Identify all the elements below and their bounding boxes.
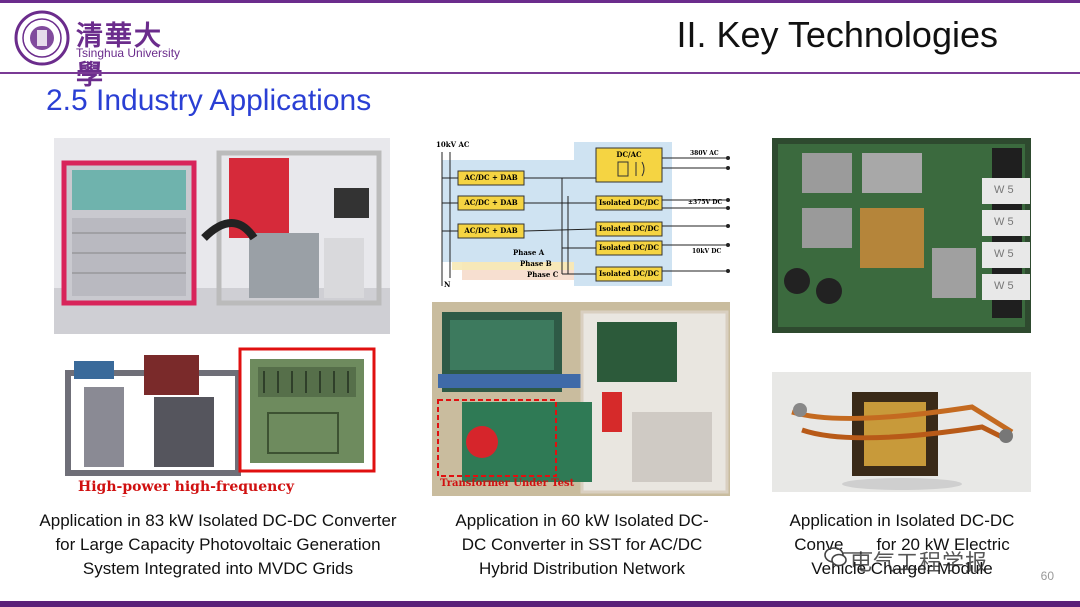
caption-line: Conve___ for 20 kW Electric — [794, 535, 1010, 554]
sst-test-photo: Transformer Under Test — [432, 302, 730, 496]
rect-block-label: AC/DC + DAB — [464, 226, 518, 235]
watermark-text: 电气工程学报 — [850, 551, 989, 576]
cad-label: High-power high-frequency transformer — [78, 479, 294, 497]
wechat-icon — [824, 547, 847, 567]
ev-transformer-photo — [772, 372, 1031, 492]
input-voltage-label: 10kV AC — [436, 140, 470, 149]
caption-line: Vehicle Charger Module — [811, 559, 993, 578]
caption-line: Application in Isolated DC-DC — [789, 511, 1015, 530]
isolated-block-label: Isolated DC/DC — [599, 243, 659, 252]
output-375-label: ±375V DC — [688, 199, 723, 206]
dcac-block-label: DC/AC — [616, 150, 642, 159]
output-380-label: 380V AC — [690, 150, 719, 157]
module-label: W 5 — [994, 280, 1014, 292]
caption-line: for Large Capacity Photovoltaic Generati… — [55, 535, 381, 554]
rect-block-label: AC/DC + DAB — [464, 173, 518, 182]
slide-title: II. Key Technologies — [676, 14, 998, 55]
caption-line: System Integrated into MVDC Grids — [82, 559, 354, 578]
module-label: W 5 — [994, 248, 1014, 260]
right-caption: Application in Isolated DC-DC Conve___ f… — [742, 509, 1062, 581]
header-divider — [0, 72, 1080, 74]
phase-label: Phase C — [527, 270, 559, 279]
rect-block-label: AC/DC + DAB — [464, 198, 518, 207]
section-title: 2.5 Industry Applications — [46, 84, 372, 117]
left-caption: Application in 83 kW Isolated DC-DC Conv… — [20, 509, 416, 581]
module-label: W 5 — [994, 184, 1014, 196]
converter-photo — [54, 138, 390, 334]
logo-english-text: Tsinghua University — [76, 46, 181, 60]
top-accent-bar — [0, 0, 1080, 3]
test-photo-label: Transformer Under Test — [440, 478, 575, 489]
bottom-accent-bar — [0, 601, 1080, 607]
seal-icon — [14, 10, 70, 66]
transformer-cad-render: High-power high-frequency transformer — [54, 347, 380, 497]
caption-line: Application in 83 kW Isolated DC-DC Conv… — [39, 511, 397, 530]
university-logo: 清華大學 Tsinghua University — [14, 10, 184, 91]
page-number: 60 — [1040, 569, 1054, 583]
middle-caption: Application in 60 kW Isolated DC- DC Con… — [430, 509, 734, 581]
module-label: W 5 — [994, 216, 1014, 228]
output-10k-label: 10kV DC — [692, 248, 722, 255]
isolated-block-label: Isolated DC/DC — [599, 198, 659, 207]
caption-line: DC Converter in SST for AC/DC — [461, 535, 703, 554]
isolated-block-label: Isolated DC/DC — [599, 224, 659, 233]
caption-line: Application in 60 kW Isolated DC- — [455, 511, 709, 530]
neutral-label: N — [444, 280, 451, 289]
phase-label: Phase A — [513, 248, 545, 257]
charger-board-photo: W 5 W 5 W 5 W 5 — [772, 138, 1031, 333]
caption-line: Hybrid Distribution Network — [479, 559, 685, 578]
sst-topology-diagram: 10kV AC AC/DC + DAB AC/DC + DAB AC/DC + … — [432, 138, 732, 290]
isolated-block-label: Isolated DC/DC — [599, 269, 659, 278]
phase-label: Phase B — [520, 259, 552, 268]
logo-chinese-text: 清華大學 — [76, 21, 163, 91]
